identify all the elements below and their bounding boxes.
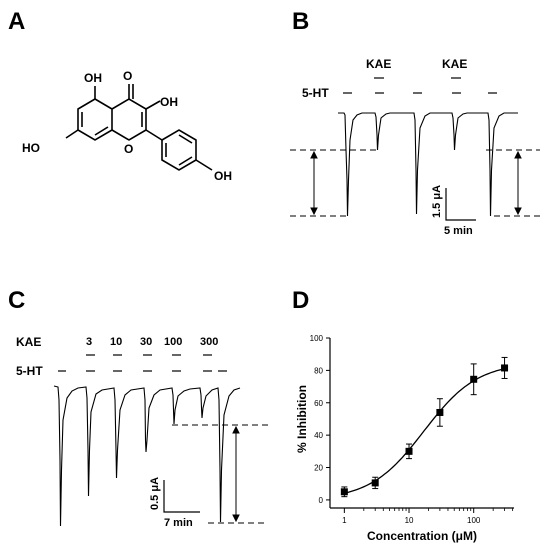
chart-data-point [405,447,413,455]
struct-ho-7: HO [22,141,40,155]
kaempferol-structure [65,84,213,171]
panel-b-arrowhead [514,150,522,159]
ring-b-double-bond-3 [178,156,193,166]
panel-b-scale-bar [445,188,476,221]
chart-x-tick-label: 100 [467,516,481,525]
chart-data-point [501,364,509,372]
bond-7-oh [65,129,79,139]
struct-o-ring: O [124,142,133,156]
panel-b-arrows [310,150,522,216]
panel-c-scale-x: 7 min [164,517,193,529]
chart-data-point [470,375,478,383]
chart-fit-curve [344,368,505,494]
panel-label-b: B [292,8,310,35]
ring-a-double-bond-2 [94,126,109,136]
struct-oh-4p: OH [214,169,232,183]
panel-b-reference-lines [290,149,540,217]
panel-c-arrowhead [232,425,240,434]
ring-c [111,98,147,141]
panel-c-arrowhead [232,514,240,523]
panel-label-c: C [8,287,26,314]
panel-c-conc-100: 100 [164,336,182,348]
panel-b-drug-label-1: KAE [366,57,391,71]
panel-label-d: D [292,287,310,314]
chart-y-tick-label: 100 [310,334,324,343]
struct-oh-5: OH [84,71,102,85]
chart-x-axis-label: Concentration (μM) [367,529,477,543]
panel-b-arrowhead [310,150,318,159]
bond-3-oh [145,100,161,110]
panel-c-current-trace [53,385,241,527]
ring-a [77,98,113,141]
ring-b-double-bond-2 [178,134,193,144]
chart-y-tick-label: 40 [314,431,323,440]
chart-data-point [340,488,348,496]
ring-b [161,129,197,171]
chart-y-tick-label: 60 [314,399,323,408]
panel-c-conc-30: 30 [140,336,152,348]
chart-y-tick-label: 80 [314,366,323,375]
struct-o-carbonyl: O [123,69,132,83]
bond-4p-oh [195,159,213,171]
panel-b-scale-x: 5 min [444,225,473,237]
struct-oh-3: OH [160,95,178,109]
panel-c-scale-bar [163,480,200,513]
panel-c-arrows [232,425,240,523]
panel-c-reference-lines [172,424,268,524]
panel-c-agonist-label: 5-HT [16,364,43,378]
panel-c-conc-10: 10 [110,336,122,348]
panel-b-arrowhead [310,207,318,216]
bond-ring-link [145,129,163,141]
panel-b-scale-y: 1.5 μA [431,185,443,218]
panel-c-scale-y: 0.5 μA [149,477,161,510]
chart-y-tick-label: 0 [319,496,324,505]
chart-y-axis-label: % Inhibition [295,385,309,453]
chart-x-tick-label: 1 [342,516,347,525]
panel-b-arrowhead [514,207,522,216]
panel-label-a: A [8,8,26,35]
panel-c-drug-label: KAE [16,335,41,349]
inhibition-chart: 0 20 40 60 80 100 1 10 100 [310,334,514,525]
chart-y-tick-label: 20 [314,464,323,473]
panel-b-drug-label-2: KAE [442,57,467,71]
panel-c-conc-3: 3 [86,336,92,348]
panel-c-conc-300: 300 [200,336,218,348]
chart-data-point [436,408,444,416]
panel-b-agonist-label: 5-HT [302,86,329,100]
panel-b-current-trace [338,112,518,217]
chart-x-tick-label: 10 [405,516,414,525]
chart-data-point [371,479,379,487]
